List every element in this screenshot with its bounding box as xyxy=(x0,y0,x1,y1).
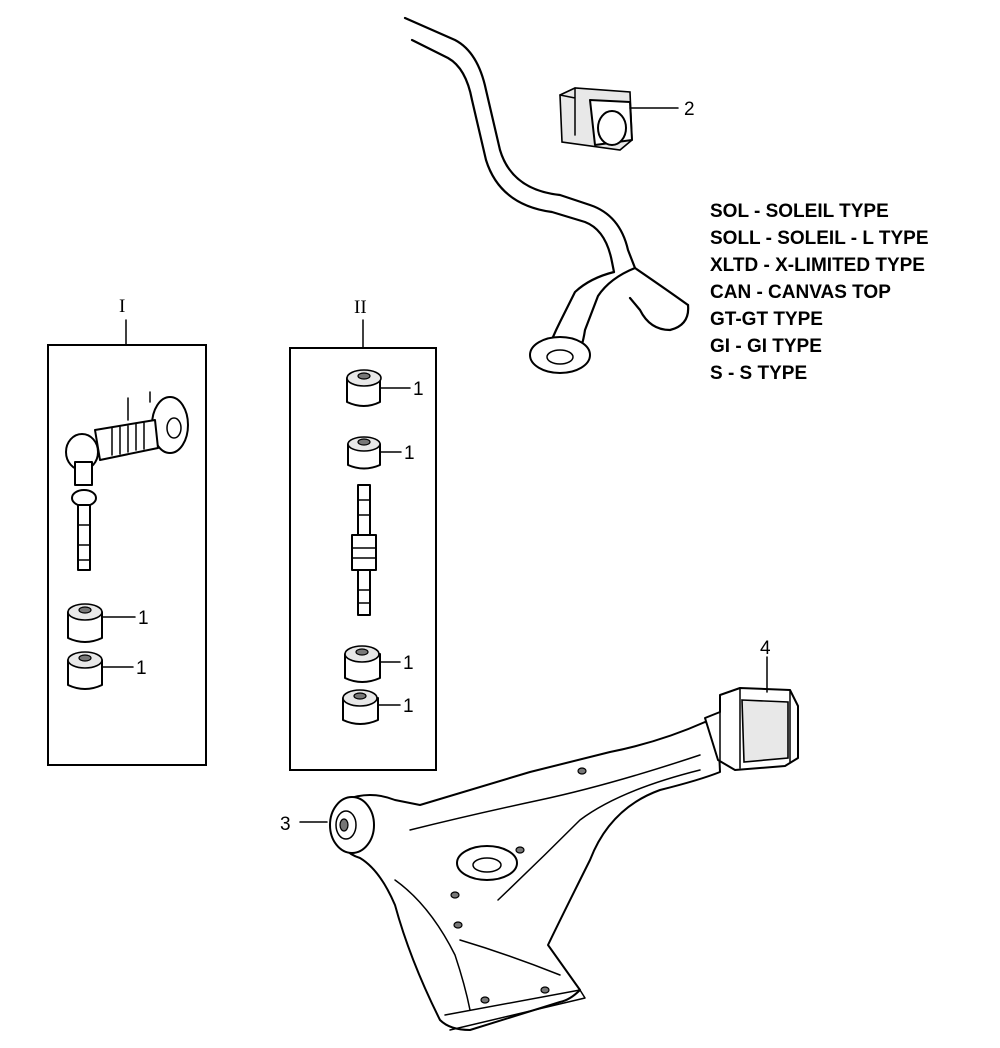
callout-2: 2 xyxy=(684,99,695,120)
group-i-box xyxy=(47,344,207,766)
legend-can: CAN - CANVAS TOP xyxy=(710,282,891,303)
legend-gi: GI - GI TYPE xyxy=(710,336,822,357)
bushing-i-upper xyxy=(67,603,136,643)
stabilizer-bar xyxy=(403,16,690,374)
group-label-ii: II xyxy=(354,297,367,318)
callout-1-ii-4: 1 xyxy=(403,696,414,717)
callout-3: 3 xyxy=(280,814,291,835)
stabilizer-link-group-i xyxy=(65,391,189,571)
bushing-ii-2 xyxy=(347,436,402,470)
callout-1-ii-1: 1 xyxy=(413,379,424,400)
bushing-ii-1 xyxy=(346,369,411,407)
bushing-ii-3 xyxy=(344,645,401,683)
callout-1-i-lower: 1 xyxy=(136,658,147,679)
stabilizer-bolt-ii xyxy=(351,484,377,616)
legend-xltd: XLTD - X-LIMITED TYPE xyxy=(710,255,925,276)
group-ii-box xyxy=(289,347,437,771)
callout-4: 4 xyxy=(760,638,771,659)
lower-control-arm xyxy=(334,721,721,1031)
callout-1-ii-3: 1 xyxy=(403,653,414,674)
legend-soll: SOLL - SOLEIL - L TYPE xyxy=(710,228,929,249)
type-legend: SOL - SOLEIL TYPE SOLL - SOLEIL - L TYPE… xyxy=(710,201,929,384)
bushing-ii-4 xyxy=(342,689,401,725)
legend-gt: GT-GT TYPE xyxy=(710,309,823,330)
bushing-i-lower xyxy=(67,651,134,690)
bushing-part-4 xyxy=(704,656,799,771)
legend-sol: SOL - SOLEIL TYPE xyxy=(710,201,889,222)
bushing-part-2 xyxy=(559,87,679,151)
callout-1-i-upper: 1 xyxy=(138,608,149,629)
bushing-part-3 xyxy=(299,796,375,854)
legend-s: S - S TYPE xyxy=(710,363,807,384)
callout-1-ii-2: 1 xyxy=(404,443,415,464)
group-label-i: I xyxy=(119,296,125,317)
